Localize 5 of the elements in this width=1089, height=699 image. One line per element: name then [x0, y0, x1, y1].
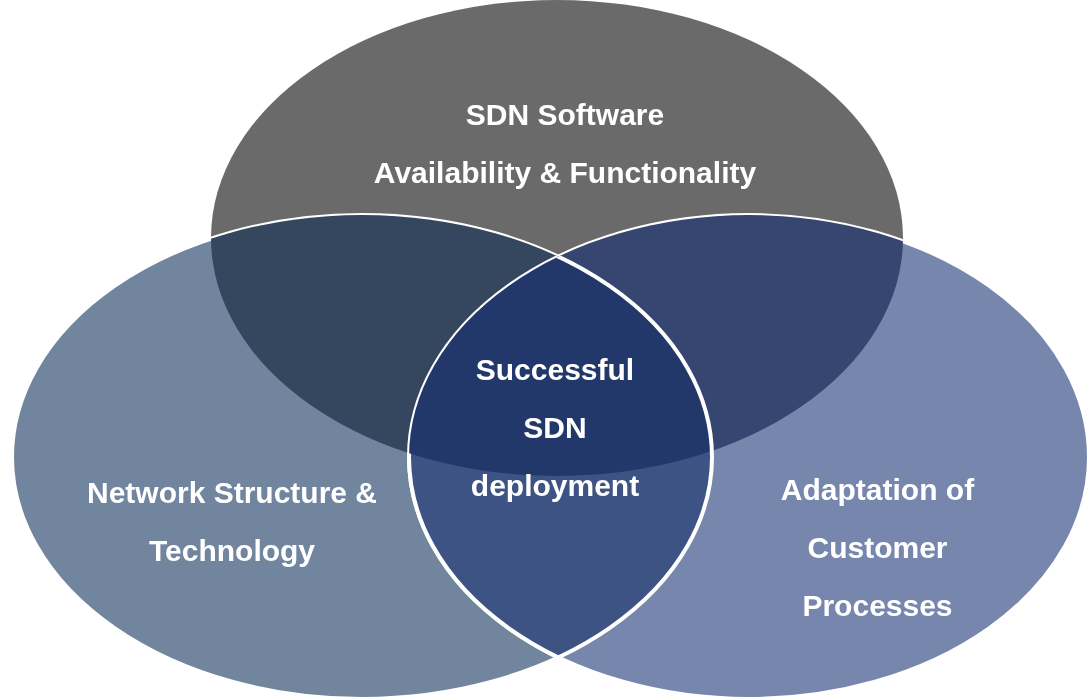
region-label: Successful SDN deployment [469, 352, 641, 504]
region-label: Network Structure & Technology [85, 475, 379, 569]
region-label: SDN Software [465, 97, 665, 133]
region-label: Adaptation of Customer Processes [779, 472, 976, 624]
region-label: Availability & Functionality [373, 155, 757, 191]
